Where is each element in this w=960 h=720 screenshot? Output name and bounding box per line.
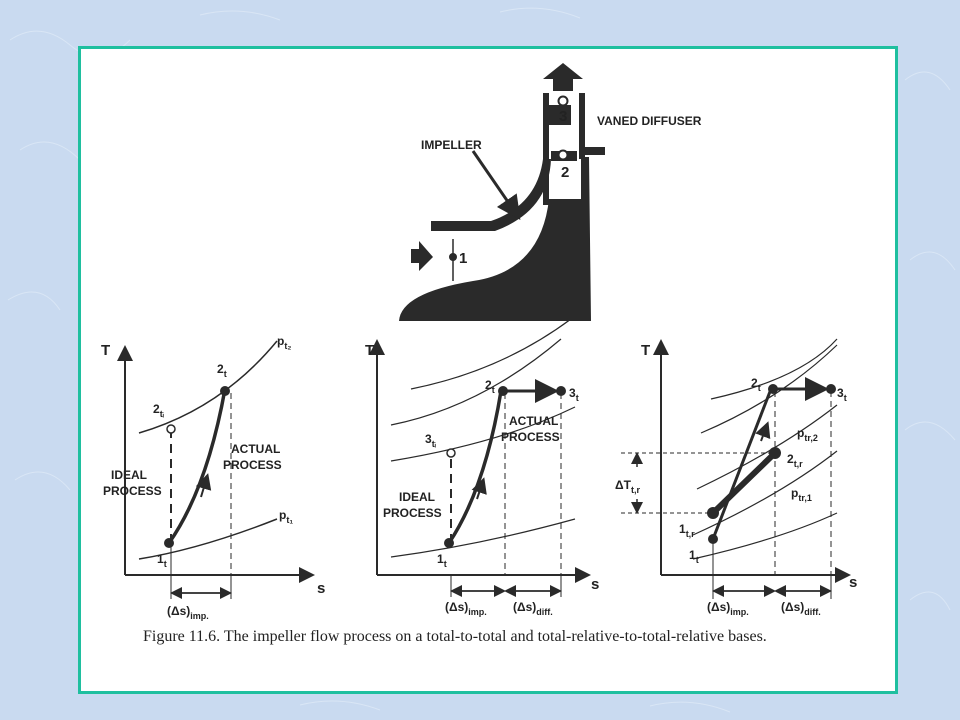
point-1t — [164, 538, 174, 548]
point-1tr — [707, 507, 719, 519]
svg-text:(Δs)imp.: (Δs)imp. — [445, 600, 487, 617]
t-axis-label: T — [101, 342, 110, 359]
ideal-process-2: PROCESS — [103, 484, 162, 498]
label-1t-b: 1 — [437, 552, 444, 566]
label-2t: 2 — [217, 362, 224, 376]
svg-text:pt₂: pt₂ — [277, 334, 291, 351]
s-axis-label-2: s — [591, 576, 599, 593]
svg-text:1t,r: 1t,r — [679, 522, 695, 539]
figure-canvas: IMPELLER VANED DIFFUSER 1 2 3 T s pt₂ pt… — [101, 63, 857, 621]
point-3t-c — [826, 384, 836, 394]
pt2-label: p — [277, 334, 284, 348]
svg-text:3tᵢ: 3tᵢ — [425, 432, 437, 449]
svg-text:ΔTt,r: ΔTt,r — [615, 478, 640, 495]
figure-frame: IMPELLER VANED DIFFUSER 1 2 3 T s pt₂ pt… — [78, 46, 898, 694]
ideal-process-1: IDEAL — [111, 468, 147, 482]
ideal-process-b1: IDEAL — [399, 490, 435, 504]
ds-imp-label: (Δs) — [167, 604, 190, 618]
point-2t-c — [768, 384, 778, 394]
svg-text:2t: 2t — [751, 376, 761, 393]
point-1t-c — [708, 534, 718, 544]
svg-text:2t: 2t — [485, 378, 495, 395]
label-3t: 3 — [569, 386, 576, 400]
ts-diagram-3 — [621, 338, 851, 599]
svg-text:pt₁: pt₁ — [279, 508, 293, 525]
delta-t-label: ΔT — [615, 478, 632, 492]
t-axis-label-3: T — [641, 342, 650, 359]
point-2tr — [769, 447, 781, 459]
point-2t-b — [498, 386, 508, 396]
ideal-process-b2: PROCESS — [383, 506, 442, 520]
label-1t: 1 — [157, 552, 164, 566]
svg-text:ptr,1: ptr,1 — [791, 486, 812, 503]
point-2t — [220, 386, 230, 396]
impeller-sketch — [399, 63, 605, 321]
actual-process-b1: ACTUAL — [509, 414, 558, 428]
ds-imp-label-3: (Δs) — [707, 600, 730, 614]
point-3t — [556, 386, 566, 396]
svg-text:3t: 3t — [569, 386, 579, 403]
svg-text:ptr,2: ptr,2 — [797, 426, 818, 443]
pt1-label: p — [279, 508, 286, 522]
point-3ti — [446, 448, 456, 458]
s-axis-label-3: s — [849, 574, 857, 591]
svg-text:(Δs)imp.: (Δs)imp. — [707, 600, 749, 617]
ts-diagram-1 — [117, 340, 315, 599]
label-3t-c: 3 — [837, 386, 844, 400]
actual-process-2: PROCESS — [223, 458, 282, 472]
s-axis-label: s — [317, 580, 325, 597]
label-2t-b: 2 — [485, 378, 492, 392]
station-1-label: 1 — [459, 250, 467, 267]
actual-process-b2: PROCESS — [501, 430, 560, 444]
svg-text:1t: 1t — [157, 552, 167, 569]
station-2-label: 2 — [561, 164, 569, 181]
svg-text:2tᵢ: 2tᵢ — [153, 402, 165, 419]
svg-text:(Δs)imp.: (Δs)imp. — [167, 604, 209, 621]
figure-caption: Figure 11.6. The impeller flow process o… — [143, 628, 767, 645]
vaned-diffuser-label: VANED DIFFUSER — [597, 114, 702, 128]
impeller-label: IMPELLER — [421, 138, 482, 152]
point-1t-b — [444, 538, 454, 548]
label-2t-c: 2 — [751, 376, 758, 390]
actual-process-1: ACTUAL — [231, 442, 280, 456]
label-2ti: 2 — [153, 402, 160, 416]
ts-diagram-2 — [369, 318, 591, 597]
svg-text:1t: 1t — [689, 548, 699, 565]
ptr2-label: p — [797, 426, 804, 440]
svg-text:3t: 3t — [837, 386, 847, 403]
svg-text:2t,r: 2t,r — [787, 452, 803, 469]
label-3ti: 3 — [425, 432, 432, 446]
label-2tr: 2 — [787, 452, 794, 466]
svg-text:2t: 2t — [217, 362, 227, 379]
svg-text:(Δs)diff.: (Δs)diff. — [513, 600, 553, 617]
label-1t-c: 1 — [689, 548, 696, 562]
ds-imp-label-2: (Δs) — [445, 600, 468, 614]
ptr1-label: p — [791, 486, 798, 500]
t-axis-label-2: T — [365, 342, 374, 359]
ds-diff-label-2: (Δs) — [513, 600, 536, 614]
station-3-label: 3 — [559, 108, 567, 125]
svg-text:(Δs)diff.: (Δs)diff. — [781, 600, 821, 617]
svg-text:1t: 1t — [437, 552, 447, 569]
ds-diff-label-3: (Δs) — [781, 600, 804, 614]
label-1tr: 1 — [679, 522, 686, 536]
point-2ti — [166, 424, 176, 434]
